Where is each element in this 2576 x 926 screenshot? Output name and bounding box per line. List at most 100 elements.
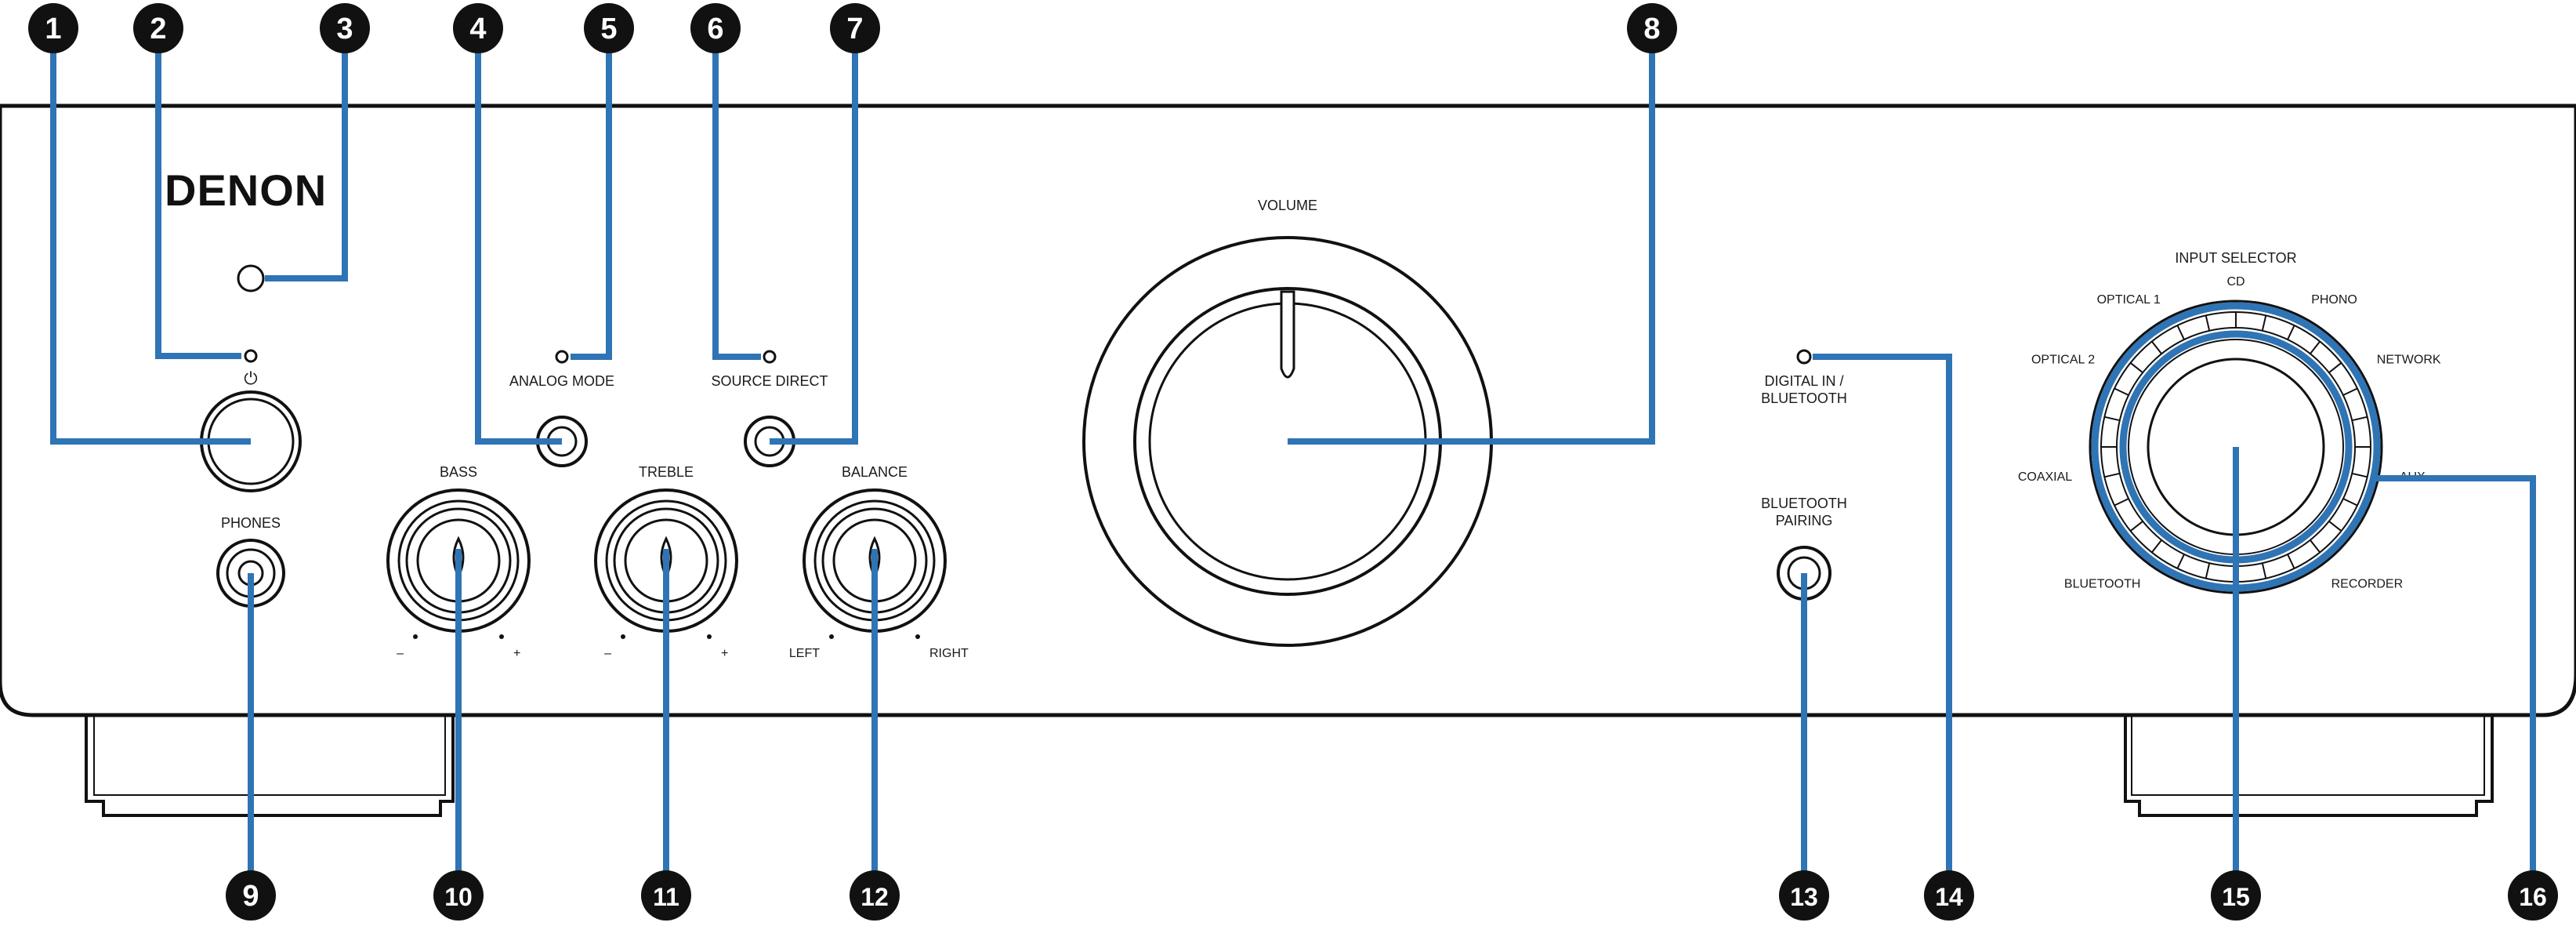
callout-10: 10 [433,870,484,921]
analog-mode-label: ANALOG MODE [509,373,614,389]
selector-tick [2129,362,2143,373]
source-direct-label: SOURCE DIRECT [711,373,828,389]
callout-13: 13 [1779,870,1829,921]
selector-tick [2342,498,2358,507]
input-position-optical-2: OPTICAL 2 [2031,354,2095,367]
callout-12: 12 [850,870,900,921]
balance-label: BALANCE [842,464,908,480]
svg-text:15: 15 [2222,883,2250,911]
callout-7: 7 [830,3,880,53]
leader-2 [155,43,241,359]
balance-min-label: LEFT [789,647,820,660]
svg-text:12: 12 [860,883,889,911]
input-position-network: NETWORK [2377,354,2441,367]
selector-tick [2328,521,2342,532]
selector-tick [2351,416,2368,422]
volume-label: VOLUME [1258,198,1317,213]
svg-text:8: 8 [1643,13,1660,45]
svg-text:6: 6 [707,13,723,45]
treble-label: TREBLE [639,464,694,480]
foot-left [85,715,455,817]
input-position-optical-1: OPTICAL 1 [2097,293,2161,307]
svg-text:10: 10 [444,883,473,911]
chassis [0,103,2576,717]
input-selector-label: INPUT SELECTOR [2175,250,2296,266]
bass-min-dot [413,634,418,639]
svg-text:2: 2 [150,13,166,45]
tone-knobs: BASS – + TREBLE – + BALANCE LEFT RIGHT [386,464,969,660]
digital-in-label-line2: BLUETOOTH [1761,390,1847,406]
volume-indicator [1280,290,1295,379]
callout-1: 1 [28,3,78,53]
svg-text:11: 11 [653,883,679,911]
input-position-coaxial: COAXIAL [2018,470,2072,484]
digital-in-label-line1: DIGITAL IN / [1764,373,1843,389]
selector-tick [2351,472,2368,478]
callout-4: 4 [453,3,503,53]
analog-mode-led [555,350,569,364]
selector-tick [2342,387,2358,396]
input-position-phono: PHONO [2311,293,2357,307]
selector-tick [2287,325,2295,340]
balance-min-dot [829,634,834,639]
input-position-cd: CD [2226,275,2244,289]
treble-max-label: + [721,647,728,660]
bt-pairing-label-line2: PAIRING [1776,513,1833,528]
treble-min-label: – [604,647,611,660]
remote-sensor [237,264,265,292]
chassis-outline [0,103,2576,717]
selector-tick [2310,539,2321,554]
denon-logo: DENON [165,165,327,215]
selector-tick [2287,554,2295,569]
callout-2: 2 [133,3,183,53]
input-position-bluetooth: BLUETOOTH [2064,578,2141,591]
leader-7 [770,43,858,445]
bass-max-label: + [513,647,520,660]
input-position-recorder: RECORDER [2331,578,2404,591]
leader-16 [2375,475,2536,878]
power-indicator-led [244,349,258,363]
svg-text:4: 4 [469,13,486,45]
callout-14: 14 [1924,870,1974,921]
balance-max-dot [915,634,920,639]
selector-tick [2176,325,2185,340]
leader-14 [1813,354,1952,878]
treble-max-dot [707,634,712,639]
power-icon: ⏻ [244,369,257,388]
svg-text:7: 7 [846,13,863,45]
selector-tick [2114,498,2129,507]
selector-tick [2310,340,2321,354]
bt-pairing-label-line1: BLUETOOTH [1761,496,1847,511]
bass-label: BASS [440,464,477,480]
selector-tick [2205,562,2211,579]
leader-6 [712,43,761,360]
selector-tick [2176,554,2185,569]
callout-15: 15 [2211,870,2261,921]
svg-text:13: 13 [1790,883,1818,911]
svg-text:14: 14 [1935,883,1963,911]
source-direct-led [763,350,777,364]
callout-6: 6 [690,3,741,53]
selector-tick [2205,315,2211,332]
callout-9: 9 [226,870,276,921]
selector-tick [2261,315,2267,332]
svg-text:1: 1 [45,13,61,45]
callout-11: 11 [641,870,691,921]
callout-16: 16 [2508,870,2558,921]
leader-4 [475,43,562,445]
selector-tick [2104,416,2121,422]
balance-max-label: RIGHT [929,647,969,660]
bass-min-label: – [397,647,404,660]
selector-tick [2151,340,2162,354]
callout-3: 3 [320,3,370,53]
foot-right [2124,715,2494,817]
treble-min-dot [621,634,625,639]
leader-3 [265,43,348,281]
leader-lines [50,43,2536,878]
phones-label: PHONES [221,515,281,531]
svg-text:16: 16 [2519,883,2547,911]
leader-8 [1288,43,1655,445]
